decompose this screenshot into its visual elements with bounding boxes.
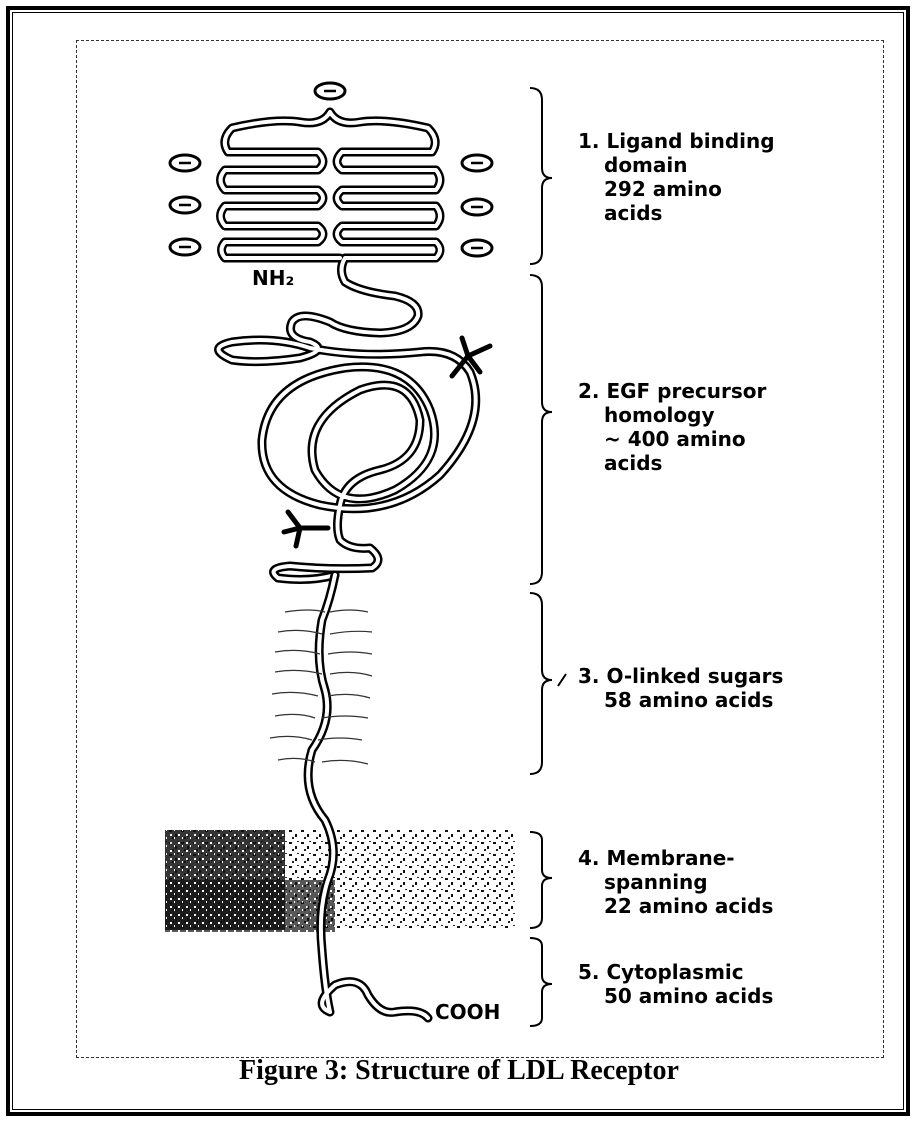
domain-4-line-1: 4. Membrane- <box>578 846 773 870</box>
domain-5-label: 5. Cytoplasmic 50 amino acids <box>578 960 773 1008</box>
domain-2-line-4: acids <box>578 451 766 475</box>
domain-4-label: 4. Membrane- spanning 22 amino acids <box>578 846 773 918</box>
domain-3-line-1: 3. O-linked sugars <box>578 664 783 688</box>
domain-5-line-1: 5. Cytoplasmic <box>578 960 773 984</box>
domain-2-label: 2. EGF precursor homology ~ 400 amino ac… <box>578 379 766 475</box>
o-linked-pointer <box>558 674 566 686</box>
figure-caption: Figure 3: Structure of LDL Receptor <box>0 1055 918 1087</box>
domain-1-line-2: domain <box>578 153 775 177</box>
domain-1-line-1: 1. Ligand binding <box>578 129 775 153</box>
domain-1-label: 1. Ligand binding domain 292 amino acids <box>578 129 775 225</box>
domain-2-line-3: ~ 400 amino <box>578 427 766 451</box>
domain-4-line-2: spanning <box>578 870 773 894</box>
domain-brackets <box>530 88 552 1026</box>
domain-3-line-2: 58 amino acids <box>578 688 783 712</box>
domain-1-line-3: 292 amino <box>578 177 775 201</box>
n-linked-sugar-lower <box>284 512 328 546</box>
domain-3-label: 3. O-linked sugars 58 amino acids <box>578 664 783 712</box>
amino-terminus-label: NH₂ <box>252 266 294 290</box>
membrane-band <box>165 830 515 932</box>
domain-2-line-2: homology <box>578 403 766 427</box>
domain-1-line-4: acids <box>578 201 775 225</box>
domain-2-line-1: 2. EGF precursor <box>578 379 766 403</box>
carboxyl-terminus-label: COOH <box>435 1000 500 1024</box>
domain-5-line-2: 50 amino acids <box>578 984 773 1008</box>
domain-4-line-3: 22 amino acids <box>578 894 773 918</box>
